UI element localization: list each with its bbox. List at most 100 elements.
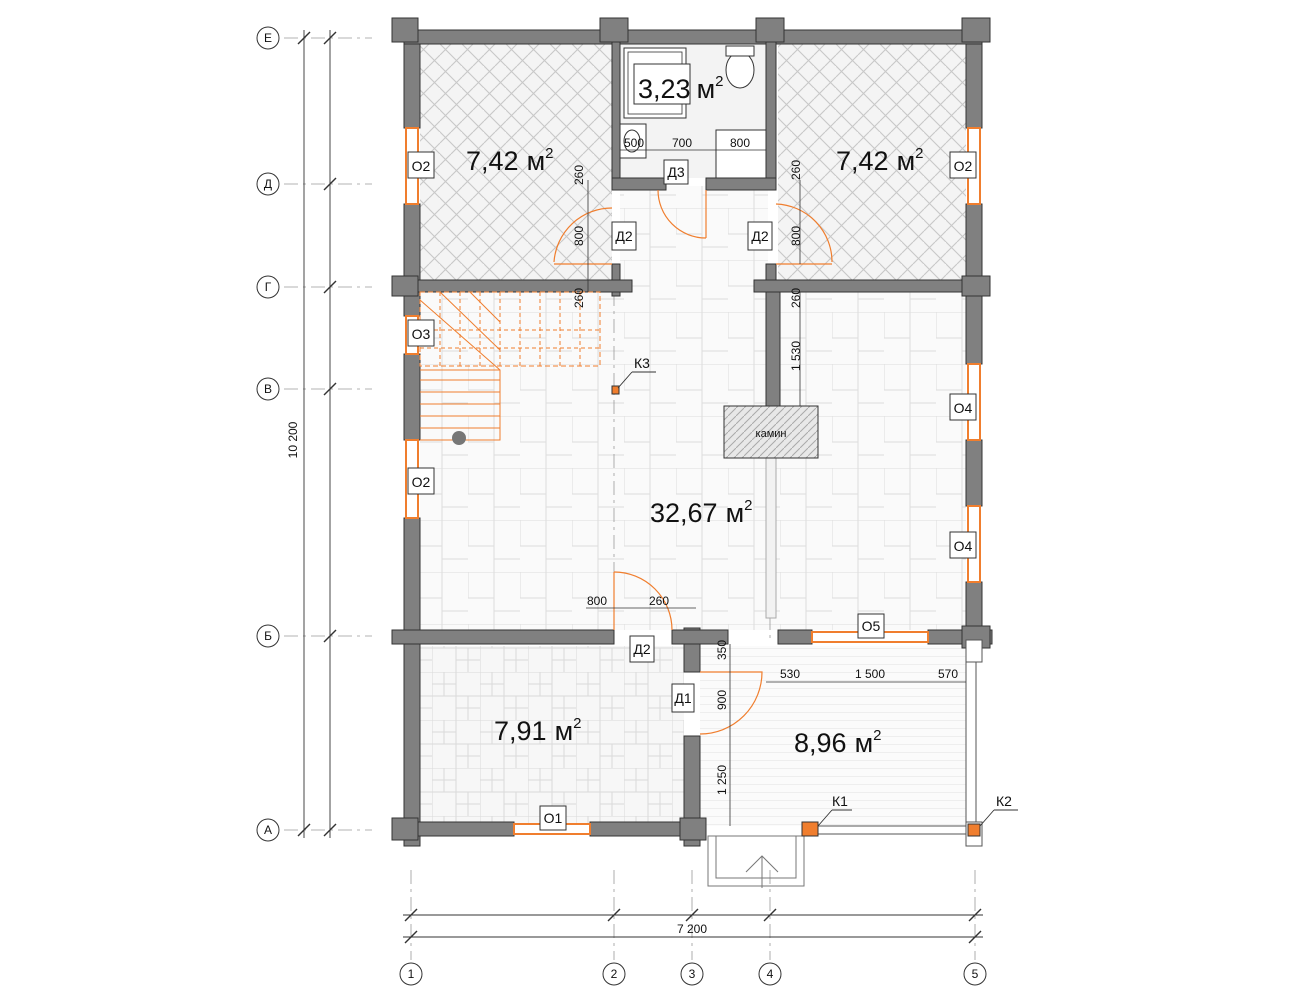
tag-o5: О5 [857, 613, 885, 639]
column-label-k3: К3 [634, 355, 650, 371]
doors [553, 189, 833, 735]
axis-bubble: 3 [680, 962, 704, 986]
tag-d2: Д2 [747, 221, 773, 251]
dim-label: 260 [789, 160, 803, 180]
axis-bubble: 5 [963, 962, 987, 986]
entrance-steps [707, 835, 805, 888]
dim-label: 260 [789, 288, 803, 308]
axis-bubble: Д [256, 172, 280, 196]
dim-label: 260 [649, 594, 669, 608]
area-unit-power: 2 [715, 73, 723, 90]
tag-o2: О2 [407, 151, 435, 179]
area-unit-power: 2 [545, 145, 553, 162]
wall [403, 353, 421, 441]
area-value: 8,96 [794, 728, 847, 758]
wall [777, 629, 813, 645]
axis-bubble: В [256, 377, 280, 401]
area-value: 3,23 [638, 74, 691, 104]
bedroom-left-floor [420, 44, 612, 280]
area-unit: м [726, 498, 745, 528]
tag-label: Д3 [667, 164, 684, 180]
wall [403, 29, 421, 129]
wall [671, 629, 729, 645]
axis-label: Б [264, 629, 272, 643]
axis-bubble: Е [256, 26, 280, 50]
area-unit: м [855, 728, 874, 758]
axis-bubble: 4 [758, 962, 782, 986]
area-unit-power: 2 [744, 497, 752, 514]
wall [765, 285, 781, 407]
log-end [755, 17, 785, 43]
tag-label: О3 [412, 326, 431, 342]
area-value: 7,42 [836, 146, 889, 176]
wall [391, 629, 615, 645]
axis-label: 4 [767, 967, 774, 981]
tag-o2: О2 [949, 151, 977, 179]
tag-o4: О4 [949, 393, 977, 421]
area-value: 7,42 [466, 146, 519, 176]
partition [765, 457, 777, 619]
door-d1-swing [699, 671, 763, 735]
tag-d1: Д1 [671, 683, 695, 713]
corridor-floor [620, 186, 768, 292]
dim-label: 570 [938, 667, 958, 681]
tag-label: О4 [954, 400, 973, 416]
overall-width-dimension: 7 200 [677, 922, 707, 936]
axis-label: 1 [408, 967, 415, 981]
axis-bubble: 1 [399, 962, 423, 986]
axis-bubble: Г [256, 275, 280, 299]
tag-label: Д2 [751, 228, 768, 244]
tag-o4: О4 [949, 531, 977, 559]
axis-label: Г [265, 280, 272, 294]
tag-label: Д2 [633, 641, 650, 657]
axis-label: 2 [611, 967, 618, 981]
dim-label: 800 [587, 594, 607, 608]
element-tags: О2 О2 О3 О2 О4 О4 О5 О1 Д3 Д2 Д2 Д2 Д1 [407, 151, 977, 831]
dim-label: 1 250 [715, 765, 729, 795]
area-unit-power: 2 [915, 145, 923, 162]
wall [403, 821, 515, 837]
wall [611, 177, 667, 191]
log-end [391, 275, 419, 297]
floor-finishes [420, 44, 966, 826]
dim-label: 1 530 [789, 341, 803, 371]
area-unit: м [555, 716, 574, 746]
door-d2-hall-swing [613, 571, 673, 631]
log-end [961, 17, 991, 43]
dim-label: 530 [780, 667, 800, 681]
area-unit-power: 2 [873, 727, 881, 744]
axis-label: 3 [689, 967, 696, 981]
area-unit: м [897, 146, 916, 176]
door-d3-swing [657, 189, 707, 239]
tag-o1: О1 [539, 805, 567, 831]
axis-label: 5 [972, 967, 979, 981]
door-d2-right-swing [775, 203, 833, 263]
stair-post-icon [452, 431, 466, 445]
tag-label: О1 [544, 810, 563, 826]
dim-label: 800 [572, 226, 586, 246]
wall [403, 517, 421, 847]
wall [403, 203, 421, 317]
tag-d3: Д3 [663, 159, 689, 185]
column-callouts [617, 371, 1018, 827]
area-unit: м [697, 74, 716, 104]
door-d2-left-swing [553, 207, 613, 263]
room-label-bedroom-right: 7,42 м2 [836, 145, 923, 176]
area-unit-power: 2 [573, 715, 581, 732]
tag-label: О4 [954, 538, 973, 554]
wall [611, 29, 621, 191]
wall [965, 29, 983, 129]
dim-label: 700 [672, 136, 692, 150]
washer-icon [715, 129, 767, 179]
hall-floor [420, 292, 966, 630]
dim-label: 900 [715, 690, 729, 710]
dim-label: 800 [789, 226, 803, 246]
fireplace-label: камин [756, 428, 787, 440]
log-end [391, 17, 419, 43]
tag-o2: О2 [407, 467, 435, 495]
log-end [391, 817, 419, 841]
